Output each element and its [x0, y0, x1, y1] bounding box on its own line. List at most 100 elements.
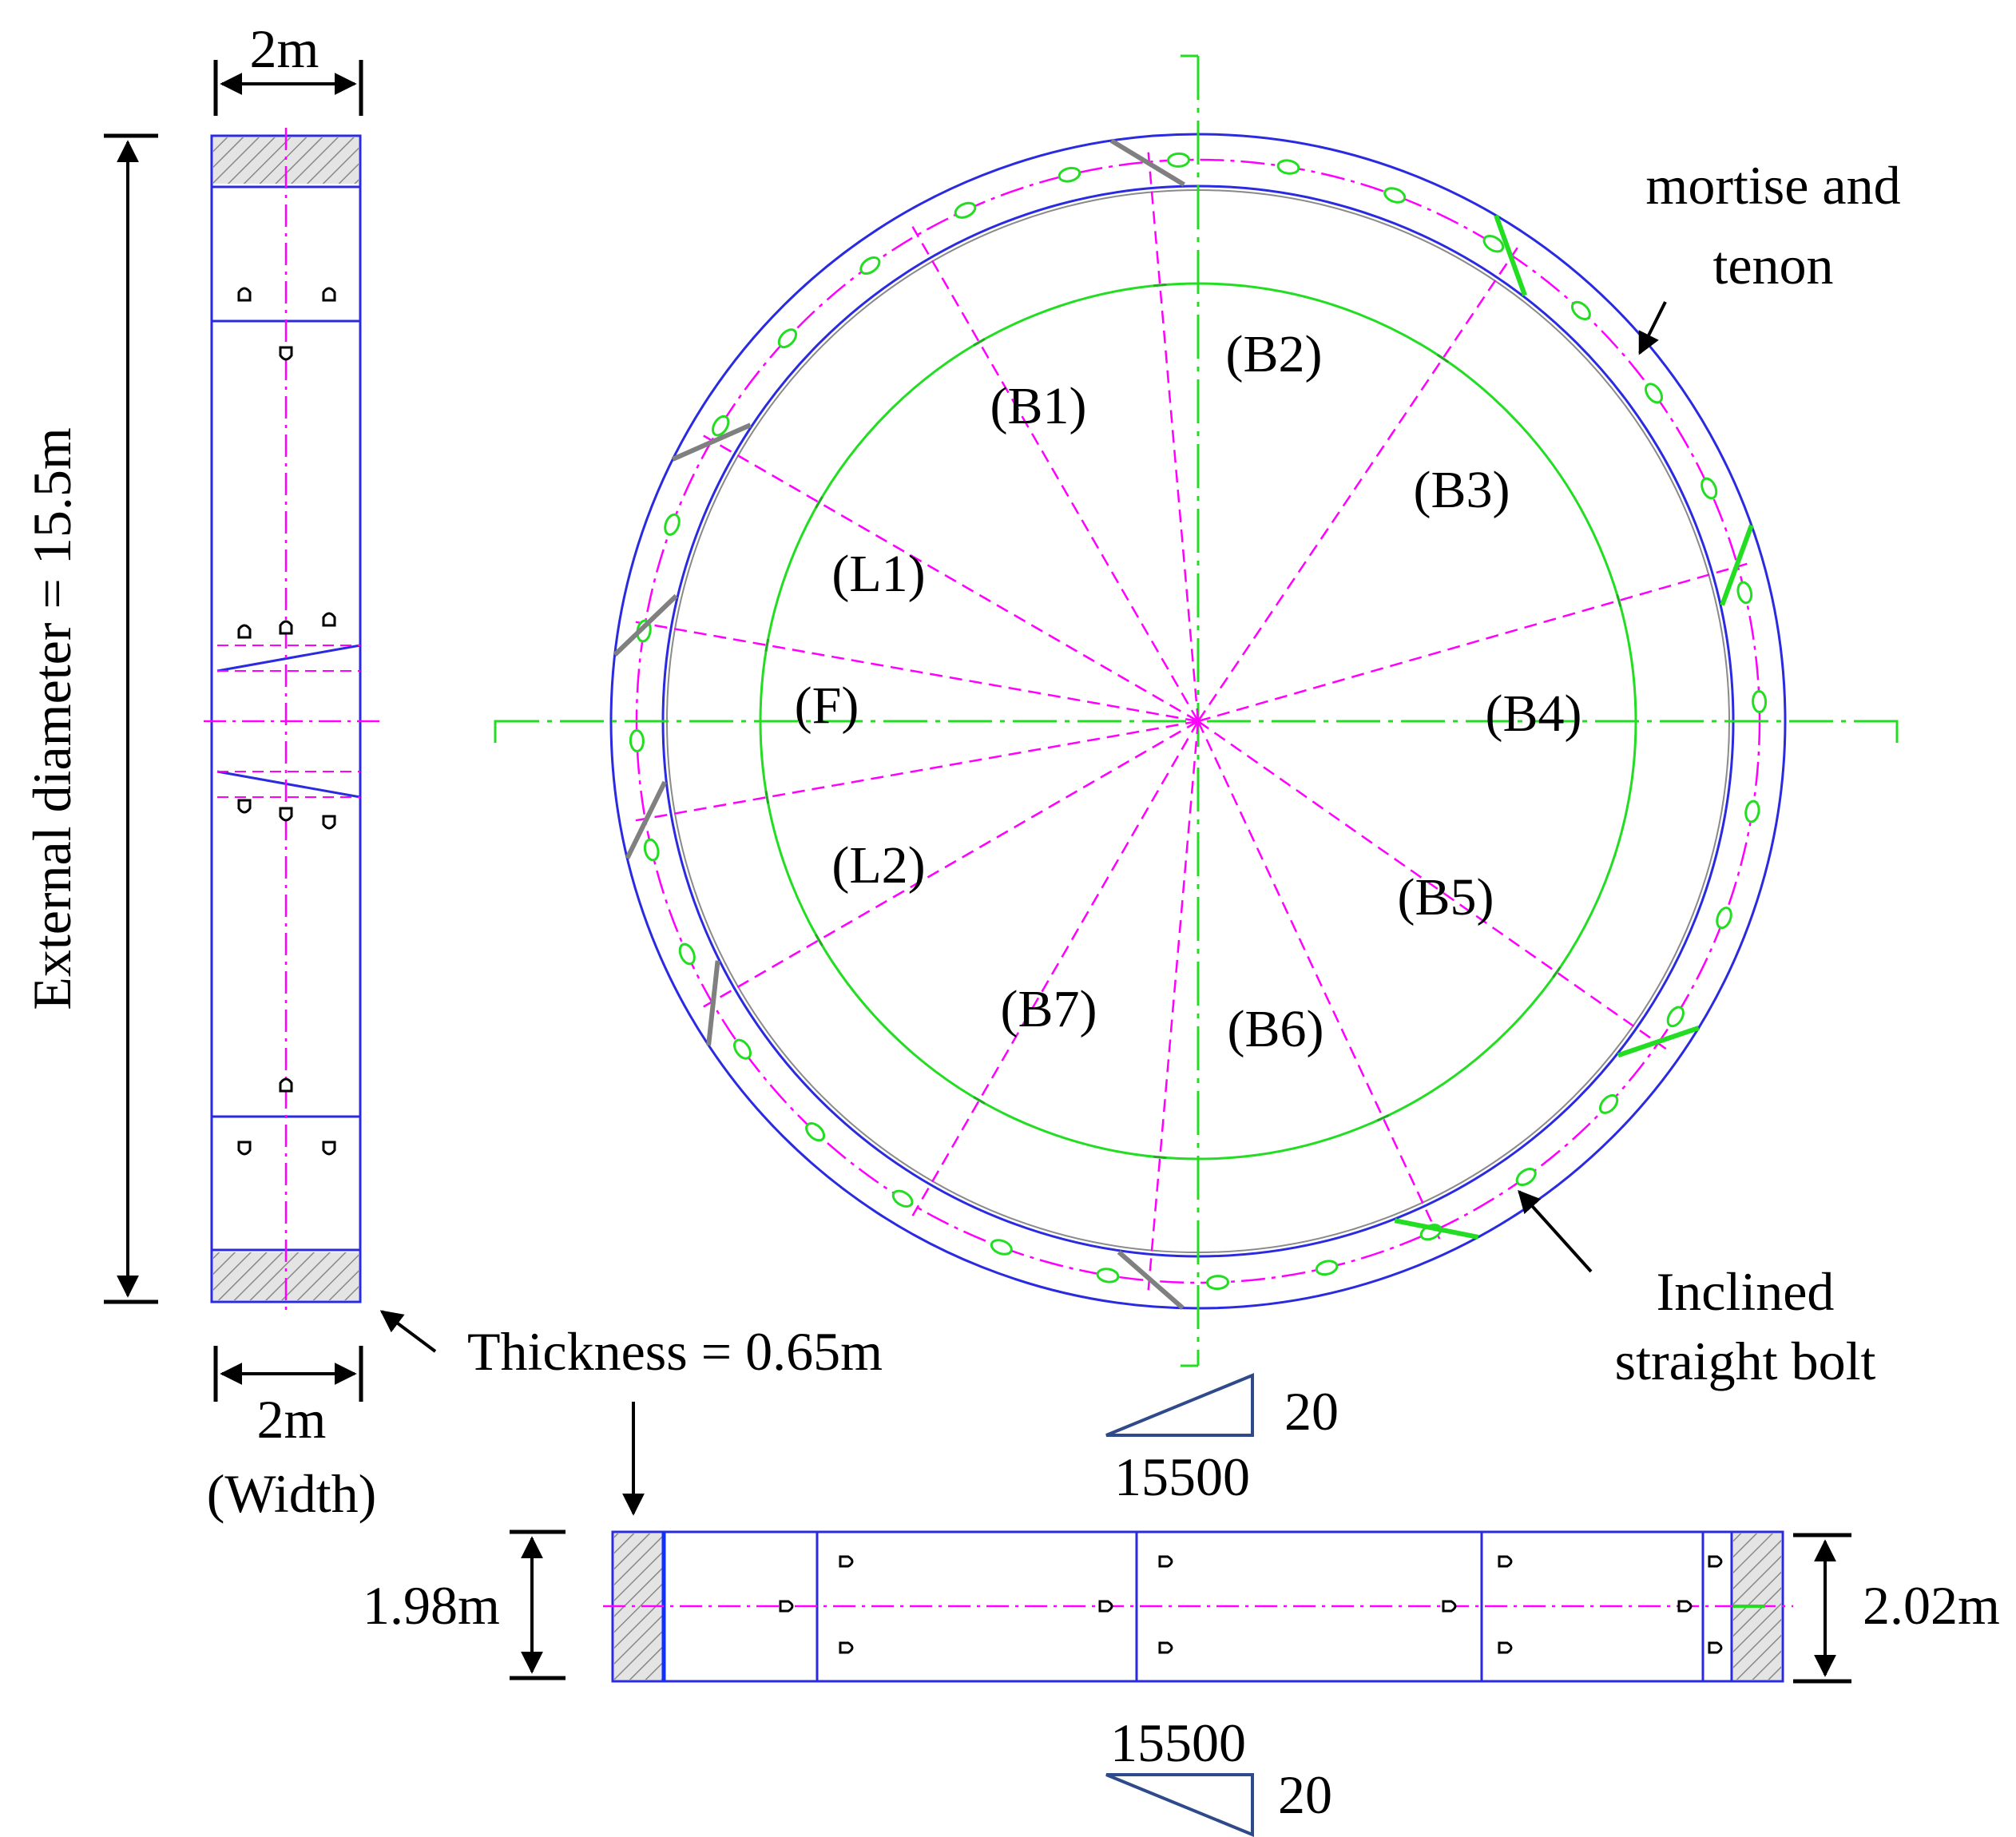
- mortise-tenon-mark: [1736, 581, 1753, 605]
- inclined-bolt: [1394, 1218, 1479, 1240]
- bolt-pocket: [1708, 1555, 1723, 1568]
- segment-boundary-line: [635, 621, 1199, 723]
- bolt-pocket: [237, 287, 252, 302]
- top-width-label: 2m: [250, 18, 319, 79]
- mortise-tenon-mark: [1570, 300, 1591, 321]
- bolt-pocket: [279, 346, 293, 361]
- bolt-pocket: [779, 1600, 794, 1613]
- segment-label: (B4): [1486, 684, 1582, 743]
- plan-view-bolts: [779, 1555, 1723, 1654]
- slope-bottom-run: 15500: [1110, 1712, 1246, 1773]
- mortise-tenon-mark: [1276, 159, 1300, 175]
- mortise-tenon-mark: [1752, 690, 1768, 713]
- diameter-dimension: External diameter = 15.5m: [22, 133, 158, 1304]
- inclined-bolt: [625, 780, 667, 859]
- segment-label: (L2): [831, 836, 925, 895]
- mortise-tenon-mark: [891, 1189, 914, 1208]
- mortise-tenon-mark: [1744, 799, 1760, 823]
- segment-boundary-line: [1147, 720, 1200, 1291]
- segment-boundary-line: [911, 720, 1200, 1216]
- right-height-label: 2.02m: [1863, 1575, 2000, 1636]
- mortise-tenon-mark: [777, 328, 798, 349]
- bolt-pocket: [279, 620, 293, 635]
- segment-label: (B6): [1228, 1000, 1324, 1058]
- mortise-tenon-mark: [990, 1239, 1013, 1256]
- segment-radial-lines: [635, 152, 1748, 1291]
- segment-label: (B5): [1398, 868, 1494, 926]
- bolt-pocket: [322, 612, 336, 627]
- mortise-tenon-label-line1: mortise and: [1645, 155, 1900, 216]
- right-height-dimension: 2.02m: [1793, 1533, 2000, 1684]
- inclined-bolts: [613, 138, 1754, 1310]
- segment-labels: (B1) (B2) (B3) (L1) (F) (B4) (L2) (B5) (B7) (B6): [795, 325, 1582, 1058]
- side-view-key-joint: [216, 644, 361, 673]
- segment-boundary-line: [1197, 720, 1441, 1240]
- top-width-dimension: 2m: [213, 18, 363, 116]
- side-view: [204, 128, 382, 1310]
- segment-label: (B1): [990, 377, 1087, 435]
- bottom-width-label: 2m: [257, 1389, 327, 1450]
- mortise-tenon-mark: [805, 1121, 826, 1142]
- mortise-tenon-mark: [859, 256, 881, 275]
- slope-top-rise: 20: [1284, 1381, 1339, 1442]
- segment-label: (B3): [1414, 461, 1510, 519]
- segment-label: (B7): [1001, 980, 1097, 1038]
- left-height-label: 1.98m: [363, 1575, 500, 1636]
- thickness-annotation: Thickness = 0.65m: [379, 1310, 883, 1516]
- inclined-bolt: [1720, 524, 1754, 606]
- bolt-pocket: [1158, 1555, 1173, 1568]
- inclined-bolt: [1109, 138, 1185, 187]
- segment-boundary-line: [1197, 720, 1667, 1050]
- slope-symbol-top: 20 15500: [1105, 1373, 1339, 1507]
- inclined-bolt: [1617, 1026, 1700, 1058]
- inclined-bolt-label-line2: straight bolt: [1615, 1331, 1876, 1391]
- inclined-bolt: [706, 960, 720, 1046]
- diameter-label: External diameter = 15.5m: [22, 427, 82, 1010]
- mortise-tenon-mark: [643, 838, 660, 862]
- mortise-tenon-mark: [678, 942, 696, 966]
- mortise-tenon-mark: [1482, 235, 1505, 253]
- mortise-tenon-mark: [1167, 152, 1190, 168]
- thickness-label: Thickness = 0.65m: [467, 1321, 883, 1382]
- mortise-tenon-mark: [1598, 1093, 1619, 1114]
- bolt-pocket: [1442, 1600, 1457, 1613]
- mortise-tenon-mark: [1096, 1268, 1120, 1284]
- segment-boundary-line: [635, 720, 1199, 822]
- plan-view: [603, 1530, 1793, 1683]
- mortise-tenon-mark: [712, 415, 730, 437]
- slope-symbol-bottom: 15500 20: [1105, 1712, 1332, 1837]
- mortise-tenon-mark: [954, 201, 977, 219]
- mortise-tenon-mark: [1315, 1260, 1339, 1276]
- inclined-bolt: [1494, 214, 1527, 296]
- mortise-tenon-mark: [1515, 1168, 1537, 1186]
- mortise-tenon-label-line2: tenon: [1712, 235, 1833, 296]
- segment-label: (L1): [831, 545, 925, 603]
- segment-boundary-line: [1197, 247, 1518, 722]
- mortise-tenon-mark: [1716, 907, 1732, 930]
- bolt-pocket: [839, 1641, 854, 1654]
- bolt-pocket: [1498, 1555, 1513, 1568]
- bolt-pocket: [1677, 1600, 1693, 1613]
- left-height-dimension: 1.98m: [363, 1530, 566, 1680]
- mortise-tenon-mark: [1383, 187, 1407, 204]
- mortise-tenon-mark: [629, 729, 645, 752]
- bolt-pocket: [279, 807, 293, 822]
- side-view-bolts: [237, 287, 336, 1156]
- bolt-pocket: [279, 1077, 293, 1093]
- inclined-bolt: [613, 593, 678, 657]
- segment-label: (F): [795, 676, 859, 735]
- segment-boundary-line: [1147, 152, 1200, 722]
- mortise-tenon-mark: [1666, 1006, 1685, 1028]
- bolt-pocket: [322, 1141, 336, 1156]
- slope-top-run: 15500: [1114, 1446, 1250, 1507]
- bolt-pocket: [839, 1555, 854, 1568]
- bolt-pocket: [322, 287, 336, 302]
- bolt-pocket: [1158, 1641, 1173, 1654]
- inclined-bolt-annotation: Inclined straight bolt: [1518, 1189, 1876, 1391]
- segment-boundary-line: [1197, 562, 1748, 723]
- bolt-pocket: [322, 815, 336, 830]
- segment-boundary-line: [703, 720, 1199, 1008]
- segment-label: (B2): [1226, 325, 1323, 383]
